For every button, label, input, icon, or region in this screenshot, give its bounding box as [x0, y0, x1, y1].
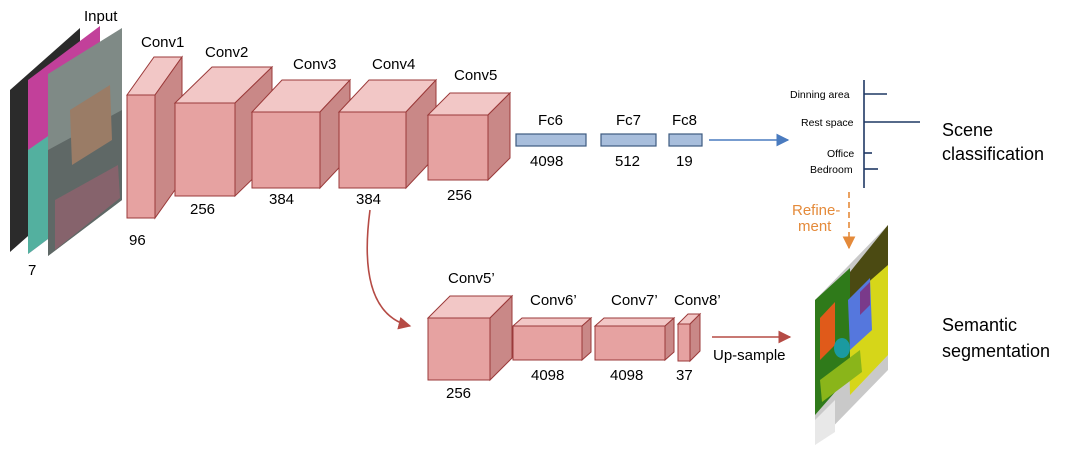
fc6-size: 4098 [530, 153, 563, 170]
conv2-size: 256 [190, 201, 215, 218]
fc8-size: 19 [676, 153, 693, 170]
refinement-line2: ment [798, 218, 832, 235]
conv5-size: 256 [447, 187, 472, 204]
conv7p-name: Conv7’ [611, 292, 658, 309]
class-bedroom: Bedroom [810, 164, 853, 176]
conv4-size: 384 [356, 191, 381, 208]
input-label: Input [84, 8, 118, 25]
conv4-block [337, 78, 438, 190]
fc8-block [668, 133, 703, 147]
fc7-name: Fc7 [616, 112, 641, 129]
conv1-block [126, 55, 183, 220]
conv8p-size: 37 [676, 367, 693, 384]
class-rest-space: Rest space [801, 117, 854, 129]
conv4-name: Conv4 [372, 56, 415, 73]
fc6-name: Fc6 [538, 112, 563, 129]
refinement-line1: Refine- [792, 202, 840, 219]
conv3-block [250, 78, 352, 190]
conv1-name: Conv1 [141, 34, 184, 51]
conv1-size: 96 [129, 232, 146, 249]
conv7p-block [593, 316, 676, 362]
fc6-block [515, 133, 587, 147]
fc7-block [600, 133, 657, 147]
conv6p-name: Conv6’ [530, 292, 577, 309]
conv8p-name: Conv8’ [674, 292, 721, 309]
class-office: Office [827, 148, 854, 160]
branch-arrow [366, 209, 412, 330]
semantic-segmentation-line1: Semantic [942, 315, 1017, 335]
input-count: 7 [28, 262, 36, 279]
conv2-block [173, 65, 274, 198]
conv5-block [426, 91, 512, 182]
conv8p-block [676, 312, 702, 363]
conv6p-size: 4098 [531, 367, 564, 384]
scene-class-tree [863, 80, 920, 188]
upsample-label: Up-sample [713, 347, 786, 364]
conv5p-block [426, 294, 514, 382]
conv5p-name: Conv5’ [448, 270, 495, 287]
input-photo-furniture [70, 85, 112, 165]
conv5-name: Conv5 [454, 67, 497, 84]
conv3-size: 384 [269, 191, 294, 208]
conv6p-block [511, 316, 593, 362]
scene-classification-line1: Scene [942, 120, 993, 140]
conv5p-size: 256 [446, 385, 471, 402]
segmentation-map [815, 225, 888, 445]
conv3-name: Conv3 [293, 56, 336, 73]
input-image-stack [10, 26, 122, 256]
fc8-name: Fc8 [672, 112, 697, 129]
class-dinning-area: Dinning area [790, 89, 850, 101]
semantic-segmentation-line2: segmentation [942, 341, 1050, 361]
input-photo-floor [55, 165, 120, 250]
conv7p-size: 4098 [610, 367, 643, 384]
conv2-name: Conv2 [205, 44, 248, 61]
scene-classification-line2: classification [942, 144, 1044, 164]
fc7-size: 512 [615, 153, 640, 170]
